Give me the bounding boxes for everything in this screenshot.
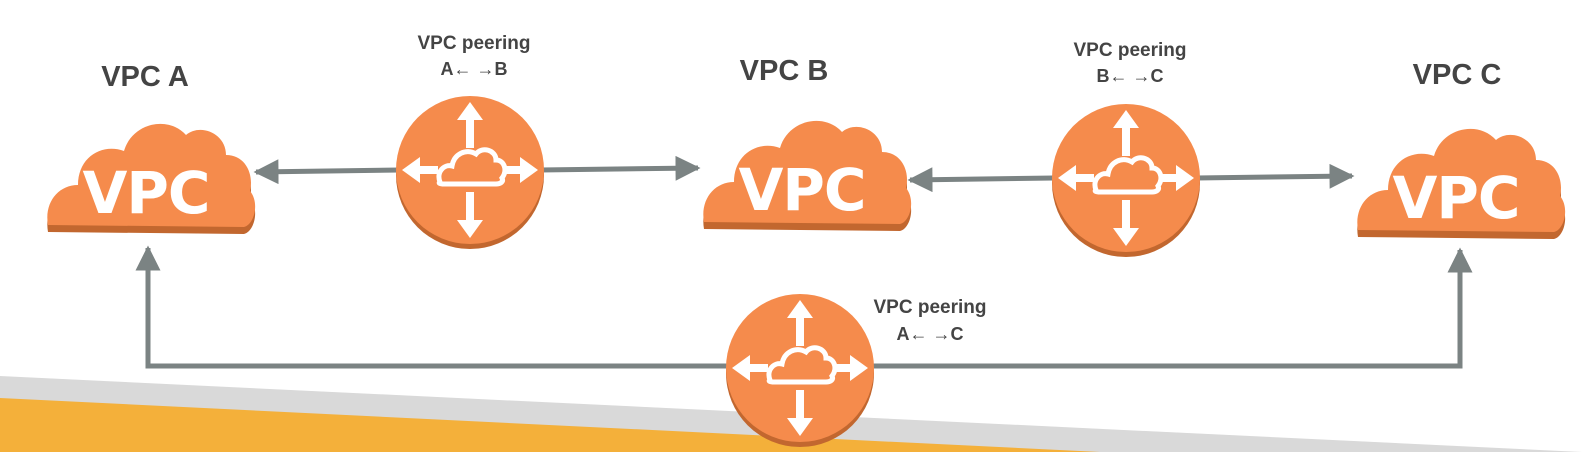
vpc-c-title: VPC C: [1413, 59, 1502, 91]
connector-bc-to-b: [907, 167, 1055, 193]
connectors: [135, 155, 1473, 369]
vpc-b: VPC B VPC: [703, 55, 912, 231]
peering-ab-label: VPC peering: [418, 33, 531, 54]
peering-router-icon: [1052, 104, 1200, 257]
peering-router-icon: [396, 96, 544, 249]
peering-bc-sub: B← →C: [1097, 66, 1164, 86]
peering-ac-label: VPC peering: [874, 297, 987, 318]
cloud-icon: VPC: [47, 123, 256, 234]
vpc-c: VPC C VPC: [1357, 59, 1566, 239]
connector-ab-to-a: [253, 159, 401, 185]
cloud-icon: VPC: [703, 120, 912, 231]
peering-router-icon: [726, 294, 874, 447]
peering-ab-sub: A← →B: [441, 59, 508, 79]
peering-ac: VPC peering A← →C: [726, 294, 986, 447]
peering-bc-label: VPC peering: [1074, 40, 1187, 61]
connector-ac-to-c: [860, 247, 1473, 369]
connector-ab-to-b: [539, 155, 701, 181]
vpc-b-icon-text: VPC: [739, 156, 866, 224]
peering-bc: VPC peering B← →C: [1052, 40, 1200, 257]
connector-bc-to-c: [1195, 163, 1355, 189]
peering-ac-sub: A← →C: [897, 324, 964, 344]
vpc-a-icon-text: VPC: [83, 159, 210, 227]
vpc-a: VPC A VPC: [47, 61, 256, 234]
cloud-icon: VPC: [1357, 128, 1566, 239]
connector-ac-to-a: [135, 245, 740, 369]
vpc-b-title: VPC B: [740, 55, 829, 87]
vpc-a-title: VPC A: [101, 61, 189, 93]
peering-ab: VPC peering A← →B: [396, 33, 544, 249]
vpc-c-icon-text: VPC: [1393, 164, 1520, 232]
